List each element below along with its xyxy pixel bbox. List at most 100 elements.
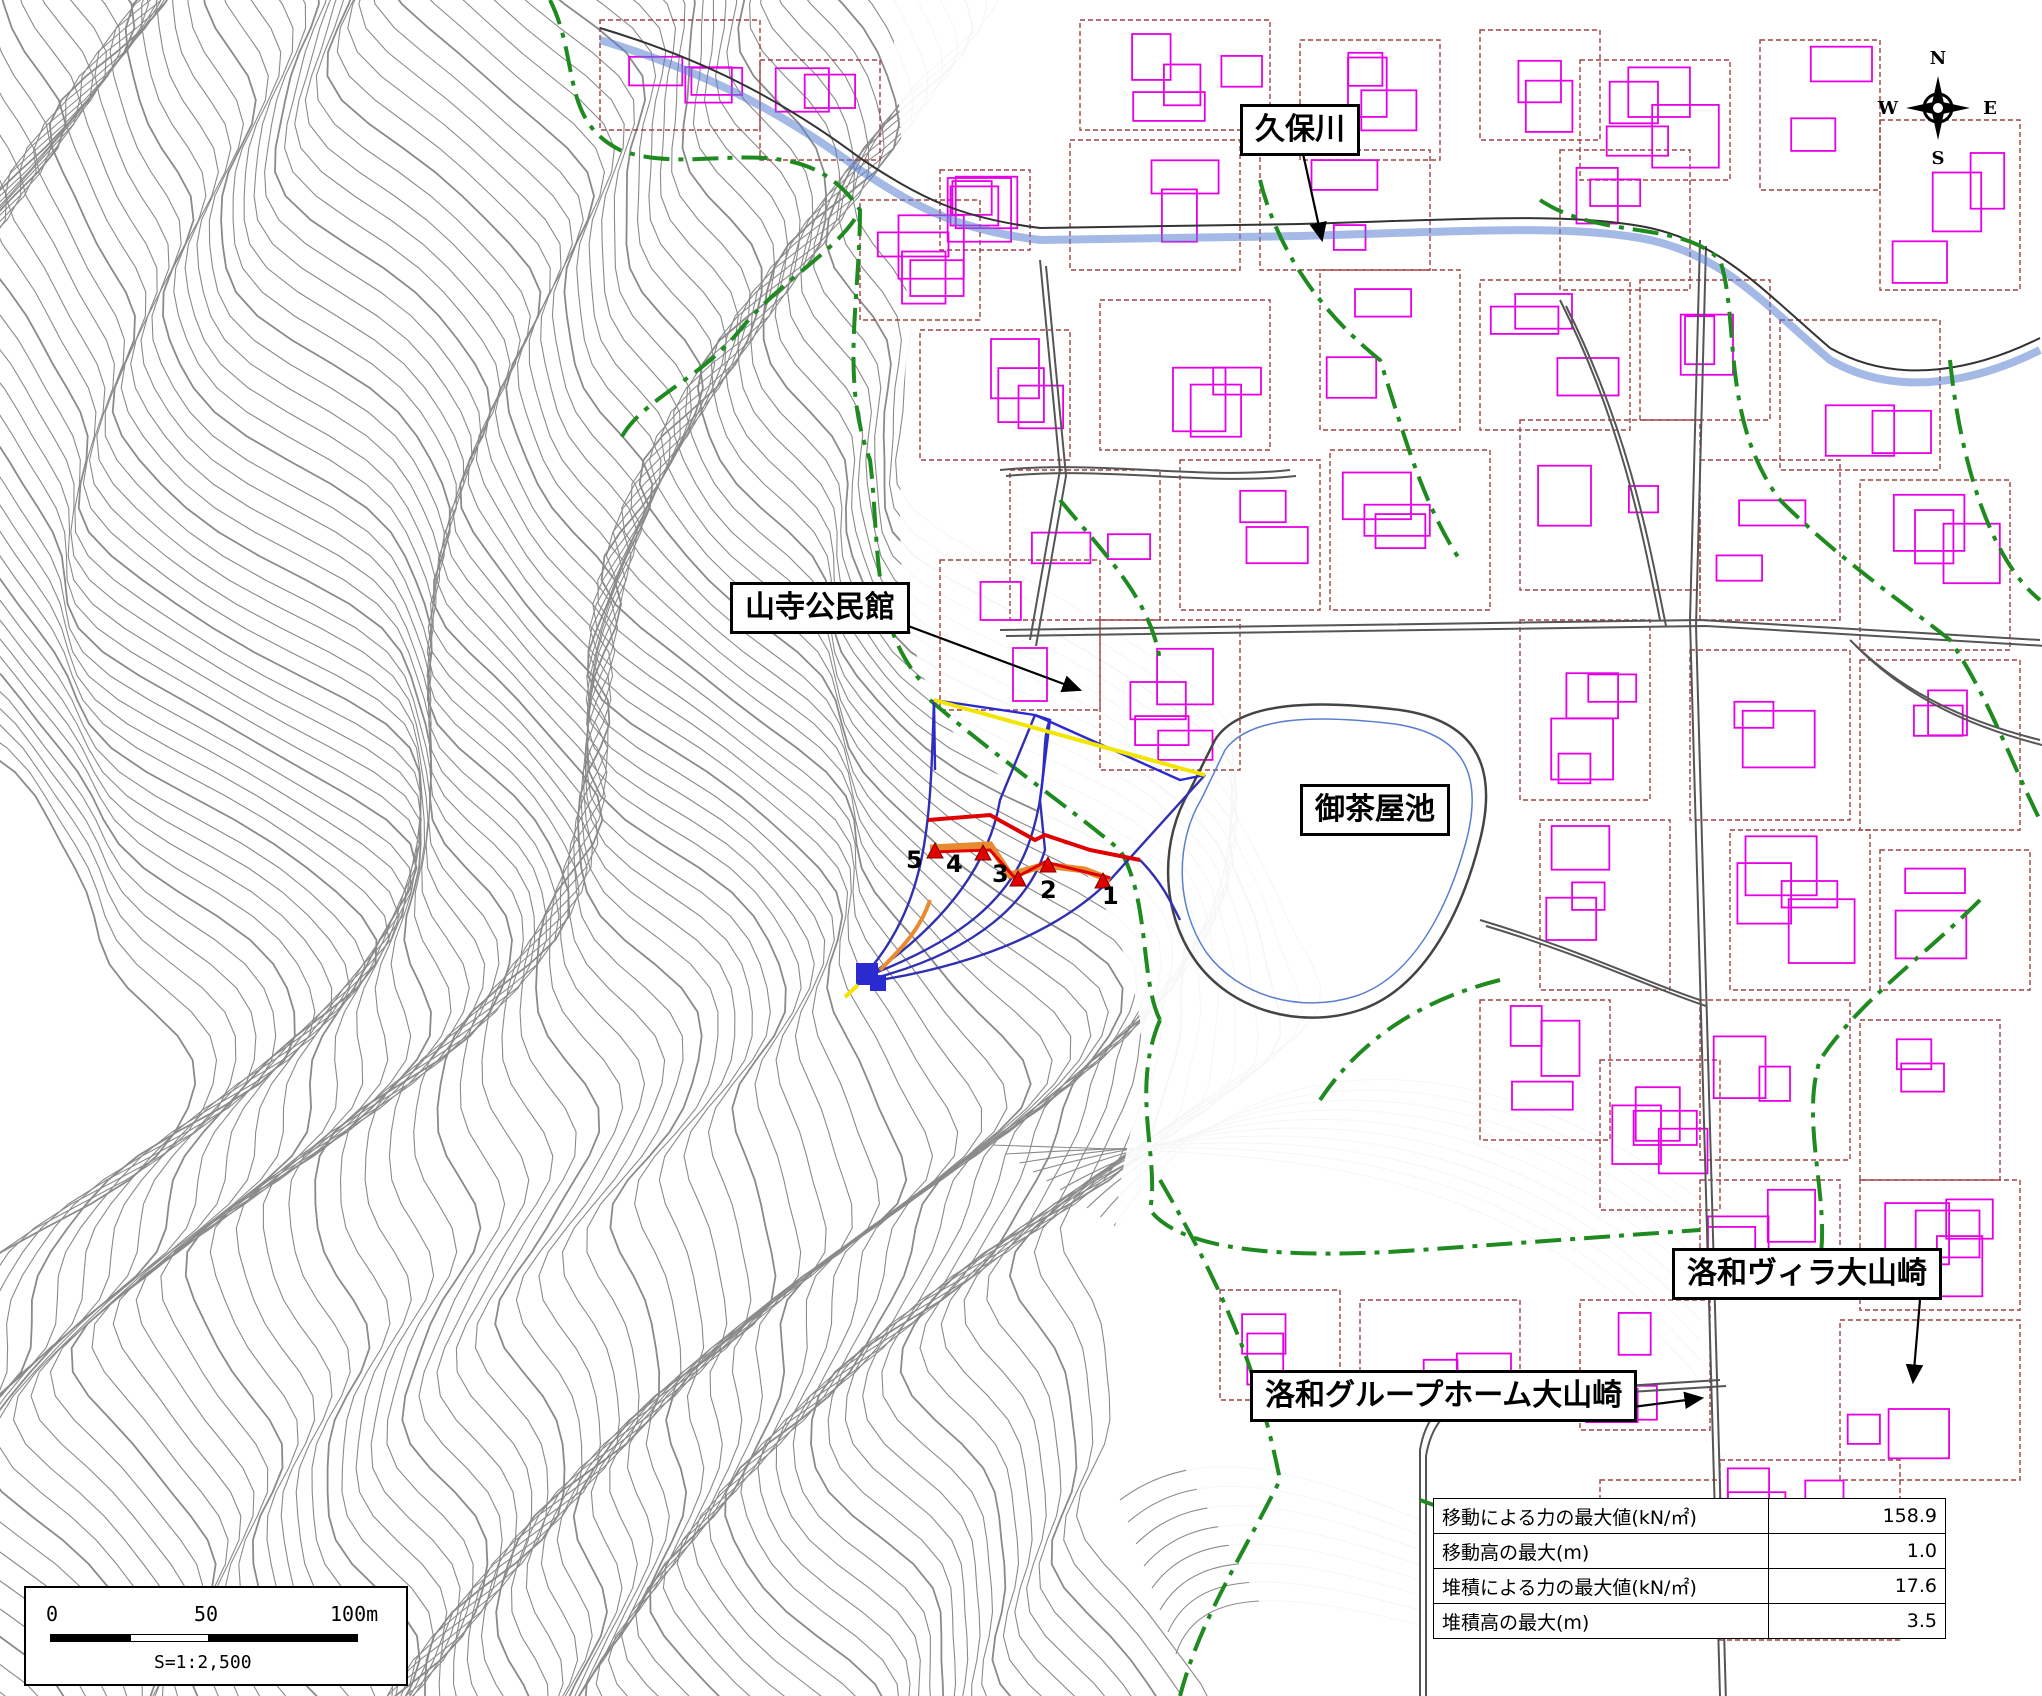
building xyxy=(1550,717,1614,781)
building xyxy=(1514,293,1573,330)
road-edge xyxy=(1485,925,1707,1007)
label-arrow xyxy=(1298,139,1327,243)
parcel xyxy=(1479,999,1611,1141)
contour-line xyxy=(462,0,959,1696)
parcel xyxy=(1579,59,1731,181)
parcel xyxy=(1699,999,1851,1161)
parcel xyxy=(1759,39,1881,191)
contour-line xyxy=(612,0,1072,1696)
building xyxy=(1239,489,1287,524)
building xyxy=(1679,313,1734,376)
parcel xyxy=(939,169,1031,251)
building xyxy=(1738,499,1807,527)
boundary-line xyxy=(1948,359,2042,602)
building xyxy=(979,581,1022,621)
building xyxy=(1489,305,1560,335)
building xyxy=(901,250,947,305)
building xyxy=(1733,700,1775,729)
building xyxy=(1904,867,1966,894)
building xyxy=(1942,522,2001,585)
building xyxy=(1509,1005,1543,1047)
yellow-boundary xyxy=(933,698,1206,777)
building xyxy=(1360,89,1418,132)
contour-line xyxy=(630,0,1109,1696)
contour-line xyxy=(253,0,666,1696)
label-arrow xyxy=(1624,1391,1705,1410)
parcel xyxy=(1839,1319,2021,1481)
building xyxy=(1134,715,1190,746)
point-label: 5 xyxy=(906,846,923,874)
road xyxy=(1559,299,1661,621)
building xyxy=(1824,404,1896,457)
building xyxy=(1550,825,1611,871)
building xyxy=(1741,709,1816,769)
building xyxy=(1969,152,2006,210)
contour-line xyxy=(33,0,500,1696)
label-ochaya-pond: 御茶屋池 xyxy=(1300,784,1450,836)
parcel xyxy=(1879,849,2031,991)
contour-line xyxy=(595,0,1053,1696)
ochaya-pond-outline xyxy=(1166,703,1488,1019)
contour-line xyxy=(0,46,412,1696)
parcel xyxy=(1519,619,1651,801)
point-label: 3 xyxy=(992,860,1009,888)
building xyxy=(1325,356,1378,399)
contour-line xyxy=(673,0,1162,1696)
kubo-river-channel xyxy=(598,36,2042,387)
contour-line xyxy=(304,0,753,1696)
point-label: 1 xyxy=(1102,882,1119,910)
contour-line xyxy=(373,0,880,1696)
compass-e: E xyxy=(1983,98,1997,119)
boundary-line xyxy=(1538,198,1782,502)
building xyxy=(1914,509,1955,565)
building xyxy=(1651,104,1720,169)
building xyxy=(1107,533,1152,561)
road xyxy=(999,466,1291,474)
building xyxy=(1894,909,1968,960)
building xyxy=(1945,1198,1994,1240)
building xyxy=(1131,33,1172,81)
road xyxy=(1479,919,1701,1001)
contour-line xyxy=(187,0,599,1696)
compass-s: S xyxy=(1932,148,1945,166)
contour-line xyxy=(0,0,432,1696)
building xyxy=(1931,171,1983,233)
building xyxy=(1895,1038,1933,1071)
road xyxy=(1688,239,1721,1696)
building xyxy=(1611,1104,1662,1165)
building xyxy=(1517,59,1562,104)
parcel xyxy=(1719,1459,1901,1641)
building xyxy=(1347,56,1388,118)
contour-line xyxy=(0,0,418,1696)
contour-line xyxy=(0,759,197,1255)
contour-line xyxy=(0,707,257,1696)
building xyxy=(1537,464,1592,527)
parcel xyxy=(1009,469,1161,621)
contour-line xyxy=(0,599,366,1696)
scale-bar-black-1 xyxy=(50,1634,130,1642)
compass-w: W xyxy=(1877,98,1899,119)
building xyxy=(1241,1313,1287,1355)
flow-edge xyxy=(1139,859,1182,921)
contour-line xyxy=(326,0,787,1696)
building xyxy=(1787,898,1856,964)
contour-line xyxy=(0,179,390,1696)
roads xyxy=(999,239,2042,1696)
flow-path xyxy=(1034,713,1206,782)
building xyxy=(1511,1080,1574,1111)
parcel xyxy=(599,19,761,131)
point-marker-icon xyxy=(1094,871,1112,889)
flow-path xyxy=(879,774,1206,982)
point-marker-icon xyxy=(926,841,944,859)
contour-line xyxy=(264,0,684,1696)
parcel xyxy=(1099,619,1241,771)
label-arrows xyxy=(891,139,1924,1410)
parcel xyxy=(1179,459,1321,611)
parcel xyxy=(1859,1179,2021,1311)
parcel xyxy=(1539,819,1671,991)
building xyxy=(1245,526,1309,565)
building xyxy=(1212,366,1262,396)
point-marker-icon xyxy=(1039,855,1057,873)
contour-line xyxy=(0,92,407,1696)
debris-flow-paths xyxy=(864,698,1206,982)
